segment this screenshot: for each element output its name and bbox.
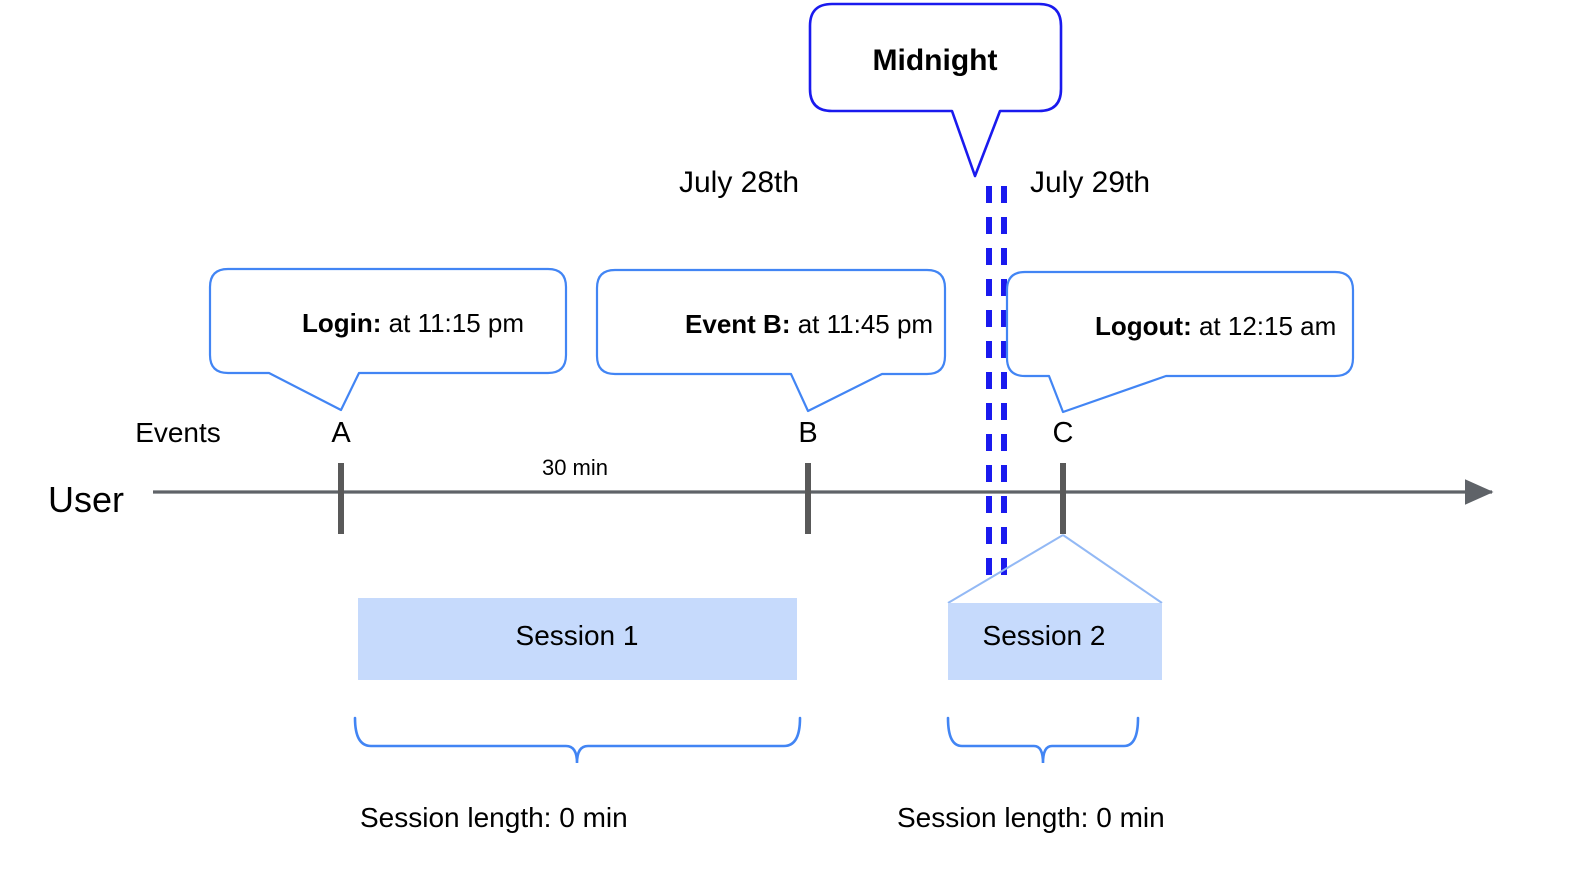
midnight-callout[interactable]: Midnight [808,2,1063,178]
events-row-label: Events [135,417,221,448]
logout-callout-text: Logout: at 12:15 am [1030,311,1387,341]
session-2-leader-lines [947,534,1163,604]
session-1-brace [353,716,802,764]
session-1-length-label: Session length: 0 min [360,802,628,833]
session-2-brace-path [946,716,1140,764]
session-1-brace-path [353,716,802,764]
session-2-leader-right [1062,534,1163,604]
session-2-length-label: Session length: 0 min [897,802,1165,833]
session-2-rect [948,603,1162,680]
session-2-brace [946,716,1140,764]
session-1-box[interactable]: Session 1 [358,598,797,680]
login-callout-text: Login: at 11:15 pm [237,308,575,338]
midnight-callout-bubble [808,2,1063,178]
session-2-box[interactable]: Session 2 [948,603,1162,680]
node-label-c: C [1053,417,1074,449]
midnight-divider-lines [986,186,1007,582]
node-label-b: B [798,417,817,449]
date-label-left: July 28th [679,166,799,199]
login-callout-bold: Login: [302,308,381,338]
timeline-axis [153,463,1494,534]
event-b-callout-rest: at 11:45 pm [790,309,933,339]
login-callout[interactable]: Login: at 11:15 pm [208,267,575,412]
session-1-rect [358,598,797,680]
user-row-label: User [48,479,124,520]
logout-callout-bold: Logout: [1095,311,1192,341]
date-label-right: July 29th [1030,166,1150,199]
node-label-a: A [331,417,351,449]
midnight-callout-label: Midnight [873,44,998,77]
logout-callout-bubble [1005,270,1355,414]
session-2-label: Session 2 [983,620,1106,651]
gap-duration-label: 30 min [542,455,608,480]
event-b-callout[interactable]: Event B: at 11:45 pm [595,268,984,413]
session-1-label: Session 1 [516,620,639,651]
login-callout-rest: at 11:15 pm [381,308,524,338]
session-2-leader-left [947,534,1064,604]
logout-callout-rest: at 12:15 am [1192,311,1337,341]
event-b-callout-bold: Event B: [685,309,790,339]
event-b-callout-text: Event B: at 11:45 pm [620,309,984,339]
login-callout-bubble [208,267,568,412]
event-b-callout-bubble [595,268,947,413]
logout-callout[interactable]: Logout: at 12:15 am [1005,270,1387,414]
